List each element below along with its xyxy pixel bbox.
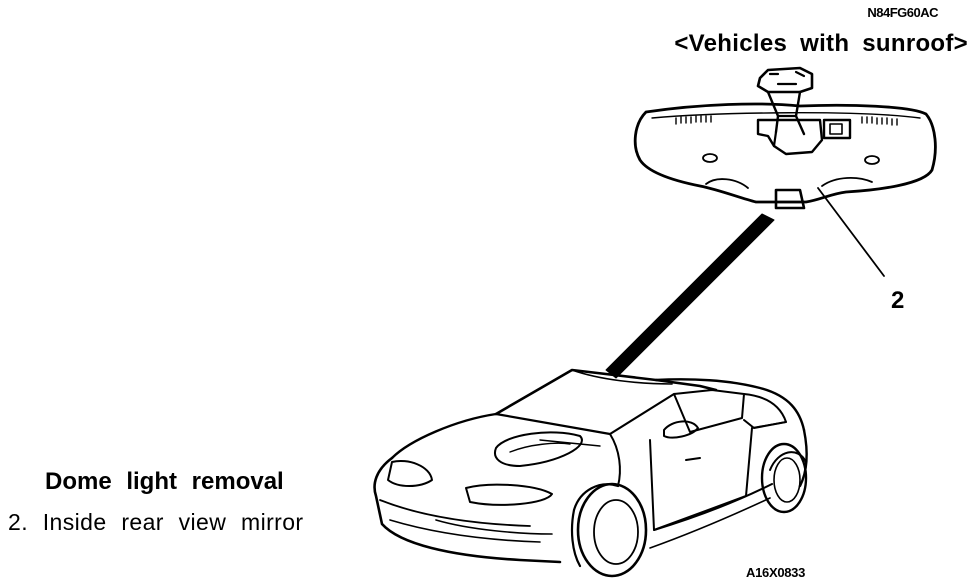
rear-view-mirror-icon — [633, 66, 937, 277]
caption-item: 2. Inside rear view mirror — [8, 509, 304, 535]
variant-title: <Vehicles with sunroof> — [674, 30, 968, 57]
figure-code: A16X0833 — [746, 565, 806, 580]
pointer-arrow-icon — [605, 213, 775, 379]
caption-title: Dome light removal — [45, 468, 284, 495]
callout-number-2: 2 — [891, 287, 905, 314]
car-illustration-icon — [373, 368, 808, 578]
document-code: N84FG60AC — [867, 5, 938, 20]
